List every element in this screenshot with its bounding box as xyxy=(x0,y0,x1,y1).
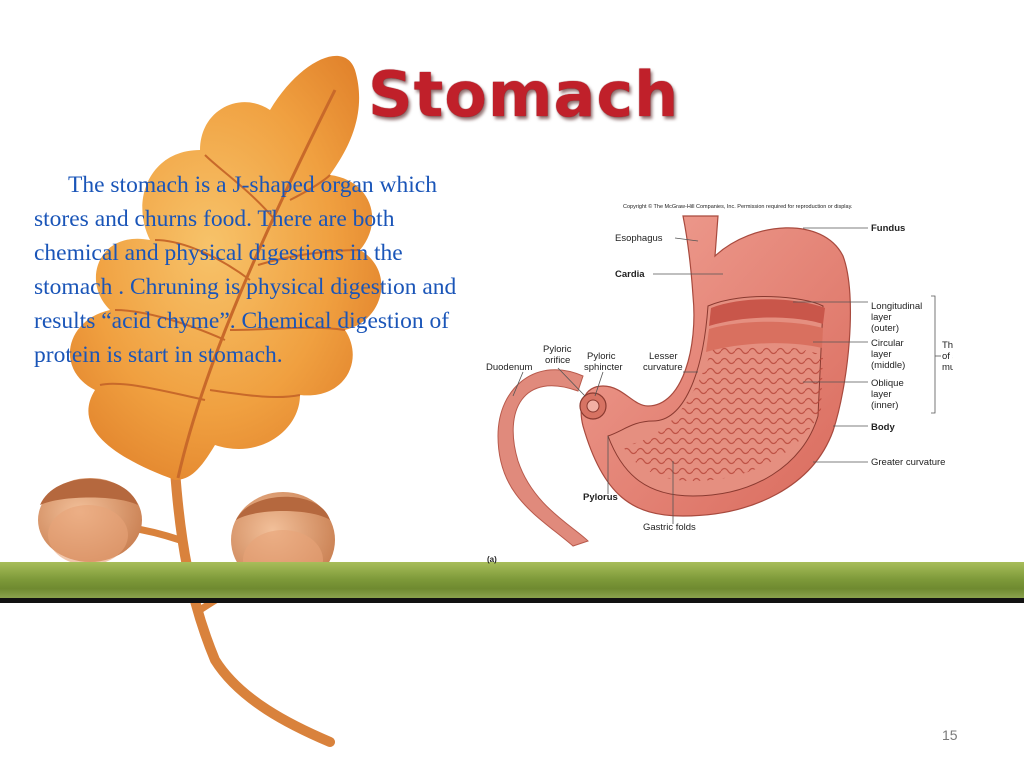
label-longitudinal-1: Longitudinal xyxy=(871,301,922,312)
label-pylorus: Pylorus xyxy=(583,492,618,503)
label-greater-curvature: Greater curvature xyxy=(871,457,945,468)
label-circular-1: Circular xyxy=(871,338,904,349)
stomach-anatomy-figure: Copyright © The McGraw-Hill Companies, I… xyxy=(483,196,953,570)
grass-underline xyxy=(0,598,1024,603)
label-longitudinal-3: (outer) xyxy=(871,323,899,334)
label-circular-2: layer xyxy=(871,349,892,360)
label-oblique-3: (inner) xyxy=(871,400,898,411)
label-circular-3: (middle) xyxy=(871,360,905,371)
label-panel-a: (a) xyxy=(487,555,497,564)
label-body: Body xyxy=(871,422,895,433)
label-pyloric-orifice-1: Pyloric xyxy=(543,344,572,355)
label-pyloric-orifice-2: orifice xyxy=(545,355,570,366)
label-three-layers-2: of smooth xyxy=(942,351,953,362)
figure-copyright: Copyright © The McGraw-Hill Companies, I… xyxy=(623,203,853,210)
label-lesser-curvature-2: curvature xyxy=(643,362,683,373)
body-paragraph: The stomach is a J-shaped organ which st… xyxy=(34,168,470,372)
label-three-layers-3: muscle xyxy=(942,362,953,373)
label-longitudinal-2: layer xyxy=(871,312,892,323)
label-pyloric-sphincter-2: sphincter xyxy=(584,362,623,373)
label-fundus: Fundus xyxy=(871,223,905,234)
label-cardia: Cardia xyxy=(615,269,645,280)
label-esophagus: Esophagus xyxy=(615,233,663,244)
label-oblique-2: layer xyxy=(871,389,892,400)
label-duodenum: Duodenum xyxy=(486,362,533,373)
slide-title: Stomach xyxy=(368,58,679,131)
label-gastric-folds: Gastric folds xyxy=(643,522,696,533)
label-pyloric-sphincter-1: Pyloric xyxy=(587,351,616,362)
label-lesser-curvature-1: Lesser xyxy=(649,351,678,362)
page-number: 15 xyxy=(942,727,958,743)
label-oblique-1: Oblique xyxy=(871,378,904,389)
label-three-layers-1: Three layers xyxy=(942,340,953,351)
